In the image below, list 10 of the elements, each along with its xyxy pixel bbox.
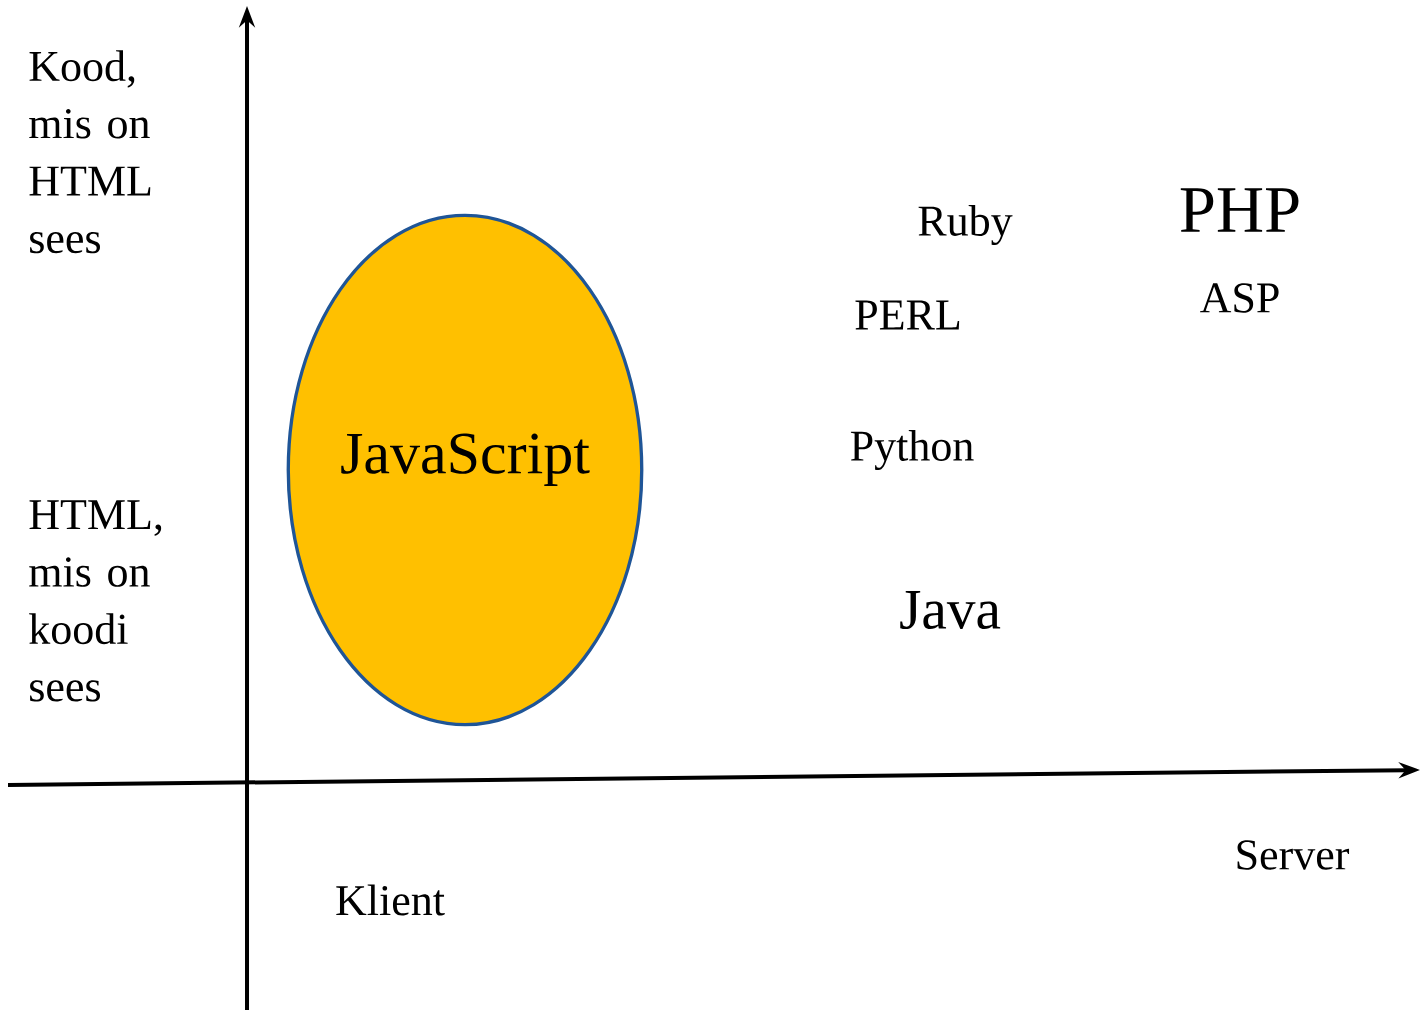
axis-label: Klient: [336, 884, 445, 916]
language-label: Java: [900, 590, 1001, 630]
language-label: PERL: [855, 300, 960, 330]
axis-label: Server: [1237, 840, 1350, 870]
axis-label: Kood, mis on HTML sees: [29, 50, 151, 254]
language-label: Python: [850, 430, 974, 470]
language-label: PHP: [1180, 188, 1299, 232]
language-label: Ruby: [918, 205, 1013, 245]
language-label: ASP: [1200, 283, 1279, 313]
axis-label: HTML, mis on koodi sees: [29, 500, 162, 702]
